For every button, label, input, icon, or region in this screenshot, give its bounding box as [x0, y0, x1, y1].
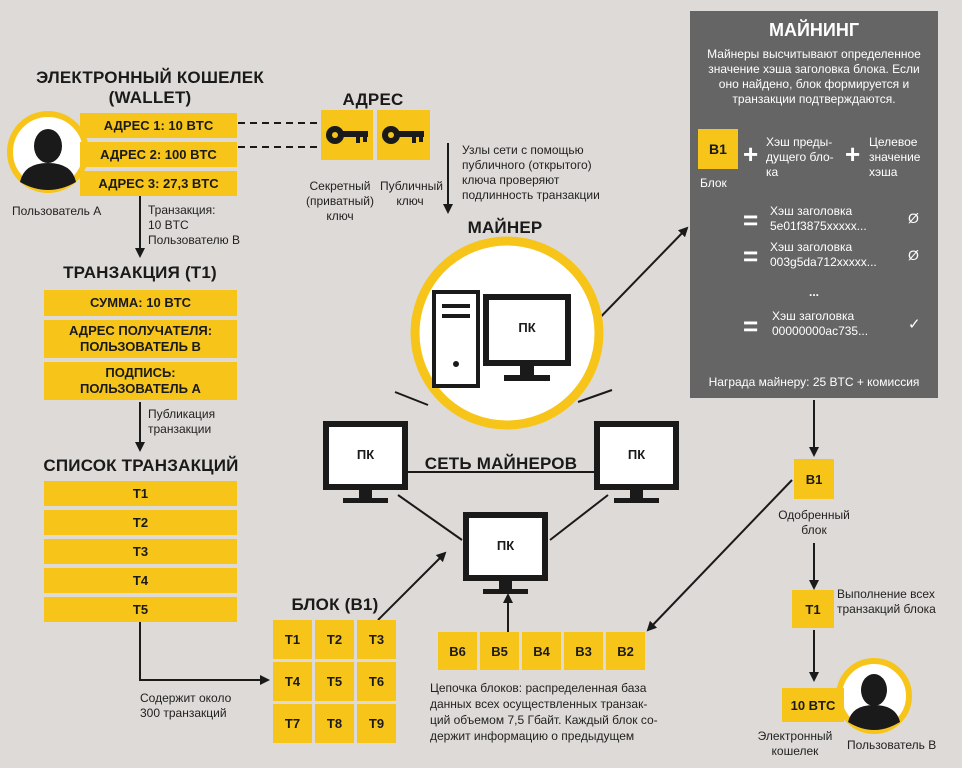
user-a-label: Пользователь А: [12, 204, 102, 218]
private-key-label: Секретный (приватный) ключ: [306, 179, 374, 223]
wallet-address-1: АДРЕС 1: 10 BTC: [80, 113, 237, 138]
tx-list-item-2: Т2: [44, 510, 237, 535]
wallet-title-line1: ЭЛЕКТРОННЫЙ КОШЕЛЕК: [36, 68, 264, 87]
wallet-address-2: АДРЕС 2: 100 BTC: [80, 142, 237, 167]
exec-transactions-note: Выполнение всех транзакций блока: [837, 587, 936, 616]
approved-tx-t1: Т1: [792, 590, 834, 628]
miner-title: МАЙНЕР: [467, 218, 543, 237]
network-pc-bottom: [463, 512, 548, 594]
transaction-signature: ПОДПИСЬ: ПОЛЬЗОВАТЕЛЬ А: [44, 362, 237, 400]
network-pc-left-label: ПК: [356, 447, 375, 462]
prev-hash-label: Хэш преды- дущего бло- ка: [766, 135, 834, 179]
chain-block-b2: В2: [606, 632, 645, 670]
tx-list-item-3: Т3: [44, 539, 237, 564]
plus-sign-2: +: [845, 139, 861, 169]
miner-circle: [410, 236, 604, 430]
wallet-address-3: АДРЕС 3: 27,3 BTC: [80, 171, 237, 196]
block-cell-8: Т8: [315, 704, 354, 743]
transfer-note: Транзакция: 10 BTC Пользователю B: [148, 203, 240, 247]
plus-sign-1: +: [743, 139, 759, 169]
equals-sign-2: =: [743, 241, 759, 271]
block-cell-9: Т9: [357, 704, 396, 743]
miner-pc-label: ПК: [518, 320, 536, 335]
transaction-amount: СУММА: 10 BTC: [44, 290, 237, 316]
chain-block-b4: В4: [522, 632, 561, 670]
transaction-recipient: АДРЕС ПОЛУЧАТЕЛЯ: ПОЛЬЗОВАТЕЛЬ B: [44, 320, 237, 358]
nodes-verify-text: Узлы сети с помощью публичного (открытог…: [462, 143, 600, 202]
block-cell-6: Т6: [357, 662, 396, 701]
block-cell-5: Т5: [315, 662, 354, 701]
block-cell-2: Т2: [315, 620, 354, 659]
block-cell-1: Т1: [273, 620, 312, 659]
approved-block-caption: Одобренный блок: [778, 508, 850, 537]
hash-attempt-1-result: Ø: [908, 210, 919, 226]
publish-note: Публикация транзакции: [148, 407, 216, 436]
address-title: АДРЕС: [342, 90, 404, 109]
hash-attempt-3: Хэш заголовка 00000000ac735...: [772, 309, 869, 338]
arrow-approved-to-chain: [646, 479, 793, 632]
hash-attempt-1: Хэш заголовка 5e01f3875xxxxx...: [770, 204, 867, 233]
mining-title: МАЙНИНГ: [768, 20, 860, 40]
network-link-left-bottom: [397, 494, 463, 541]
chain-block-b6: В6: [438, 632, 477, 670]
mining-block-caption: Блок: [700, 176, 727, 190]
recipient-amount: 10 BTC: [782, 688, 844, 722]
approved-block-b1: В1: [794, 459, 834, 499]
tx-list-title: СПИСОК ТРАНЗАКЦИЙ: [43, 456, 239, 475]
public-key-label: Публичный ключ: [380, 179, 444, 208]
wallet-title-line2: (WALLET): [108, 88, 192, 107]
tx-list-item-5: Т5: [44, 597, 237, 622]
chain-block-b3: В3: [564, 632, 603, 670]
equals-sign-1: =: [743, 205, 759, 235]
hash-attempt-3-result: ✓: [908, 316, 921, 333]
user-a-avatar: [7, 111, 89, 193]
public-key-icon: [377, 110, 430, 160]
network-pc-left: [323, 421, 408, 503]
network-pc-right: [594, 421, 679, 503]
miner-reward: Награда майнеру: 25 BTC + комиссия: [708, 375, 920, 389]
block-title: БЛОК (В1): [291, 595, 379, 614]
network-pc-right-label: ПК: [627, 447, 646, 462]
tx-list-note: Содержит около 300 транзакций: [140, 691, 232, 720]
tx-list-item-4: Т4: [44, 568, 237, 593]
chain-block-b5: В5: [480, 632, 519, 670]
private-key-icon: [321, 110, 373, 160]
user-b-label: Пользователь В: [847, 738, 937, 752]
network-link-right-miner: [577, 389, 613, 403]
recipient-wallet-caption: Электронный кошелек: [757, 729, 833, 758]
chain-description: Цепочка блоков: распределенная база данн…: [430, 681, 658, 743]
network-link-left-miner: [394, 391, 429, 406]
mining-description: Майнеры высчитывают определенное значени…: [707, 47, 921, 106]
arrow-miner-to-mining: [587, 226, 689, 331]
block-cell-7: Т7: [273, 704, 312, 743]
hash-attempt-2-result: Ø: [908, 247, 919, 263]
hash-attempt-ellipsis: ...: [808, 285, 819, 299]
user-b-avatar: [836, 658, 912, 734]
network-pc-bottom-label: ПК: [496, 538, 515, 553]
hash-attempt-2: Хэш заголовка 003g5da712xxxxx...: [770, 240, 877, 269]
mining-block-b1: В1: [698, 129, 738, 169]
block-cell-3: Т3: [357, 620, 396, 659]
transaction-title: ТРАНЗАКЦИЯ (Т1): [63, 263, 217, 282]
block-cell-4: Т4: [273, 662, 312, 701]
arrow-list-to-block: [139, 622, 270, 685]
network-title: СЕТЬ МАЙНЕРОВ: [424, 454, 578, 473]
target-hash-label: Целевое значение хэша: [869, 135, 921, 179]
network-link-right-bottom: [549, 494, 609, 541]
arrow-block-to-network: [377, 551, 447, 621]
tx-list-item-1: Т1: [44, 481, 237, 506]
mining-panel: МАЙНИНГ Майнеры высчитывают определенное…: [690, 11, 938, 398]
equals-sign-3: =: [743, 311, 759, 341]
